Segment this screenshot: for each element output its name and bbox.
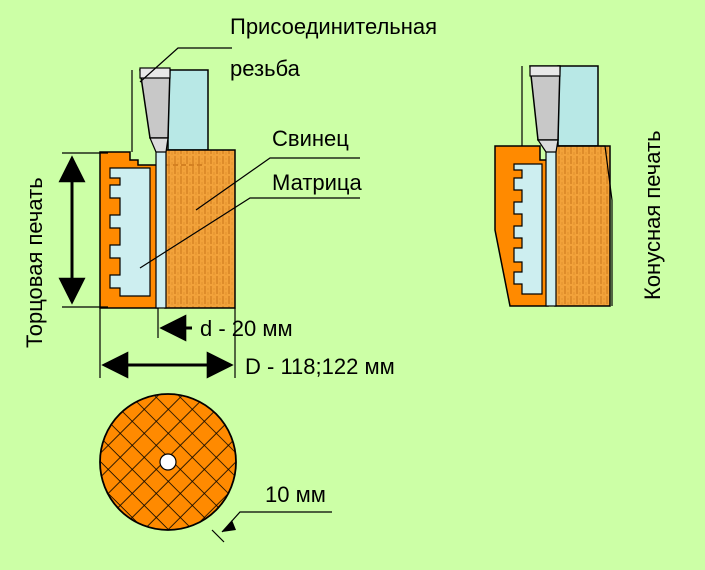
lead-body	[164, 149, 236, 309]
lead-leader	[195, 157, 360, 211]
big-d-label: D - 118;122 мм	[245, 354, 395, 379]
cone-lead-body	[554, 145, 611, 307]
central-rod	[155, 149, 167, 309]
thread-label-line1: Присоединительная	[230, 14, 437, 39]
cone-matrix-cavity	[513, 163, 543, 295]
thread-cap	[139, 67, 171, 79]
face-seal-label: Торцовая печать	[22, 177, 47, 348]
small-d-label: d - 20 мм	[200, 316, 293, 341]
matrix-leader	[139, 197, 360, 269]
thread-part	[139, 69, 171, 139]
cone-seal-label: Конусная печать	[640, 130, 665, 300]
mesh-leader	[221, 511, 332, 533]
mesh-label: 10 мм	[265, 482, 326, 507]
lead-label: Свинец	[272, 126, 349, 151]
rod-top	[167, 69, 209, 151]
mesh-disk	[99, 393, 237, 531]
matrix-label: Матрица	[272, 170, 363, 195]
face-seal-drawing	[99, 67, 236, 309]
cone-seal-drawing	[494, 65, 613, 307]
thread-leader	[139, 47, 232, 83]
thread-label-line2: резьба	[230, 56, 301, 81]
matrix-cavity	[109, 167, 151, 297]
disk-center-hole	[159, 453, 177, 471]
cone-rod-top	[557, 65, 599, 147]
